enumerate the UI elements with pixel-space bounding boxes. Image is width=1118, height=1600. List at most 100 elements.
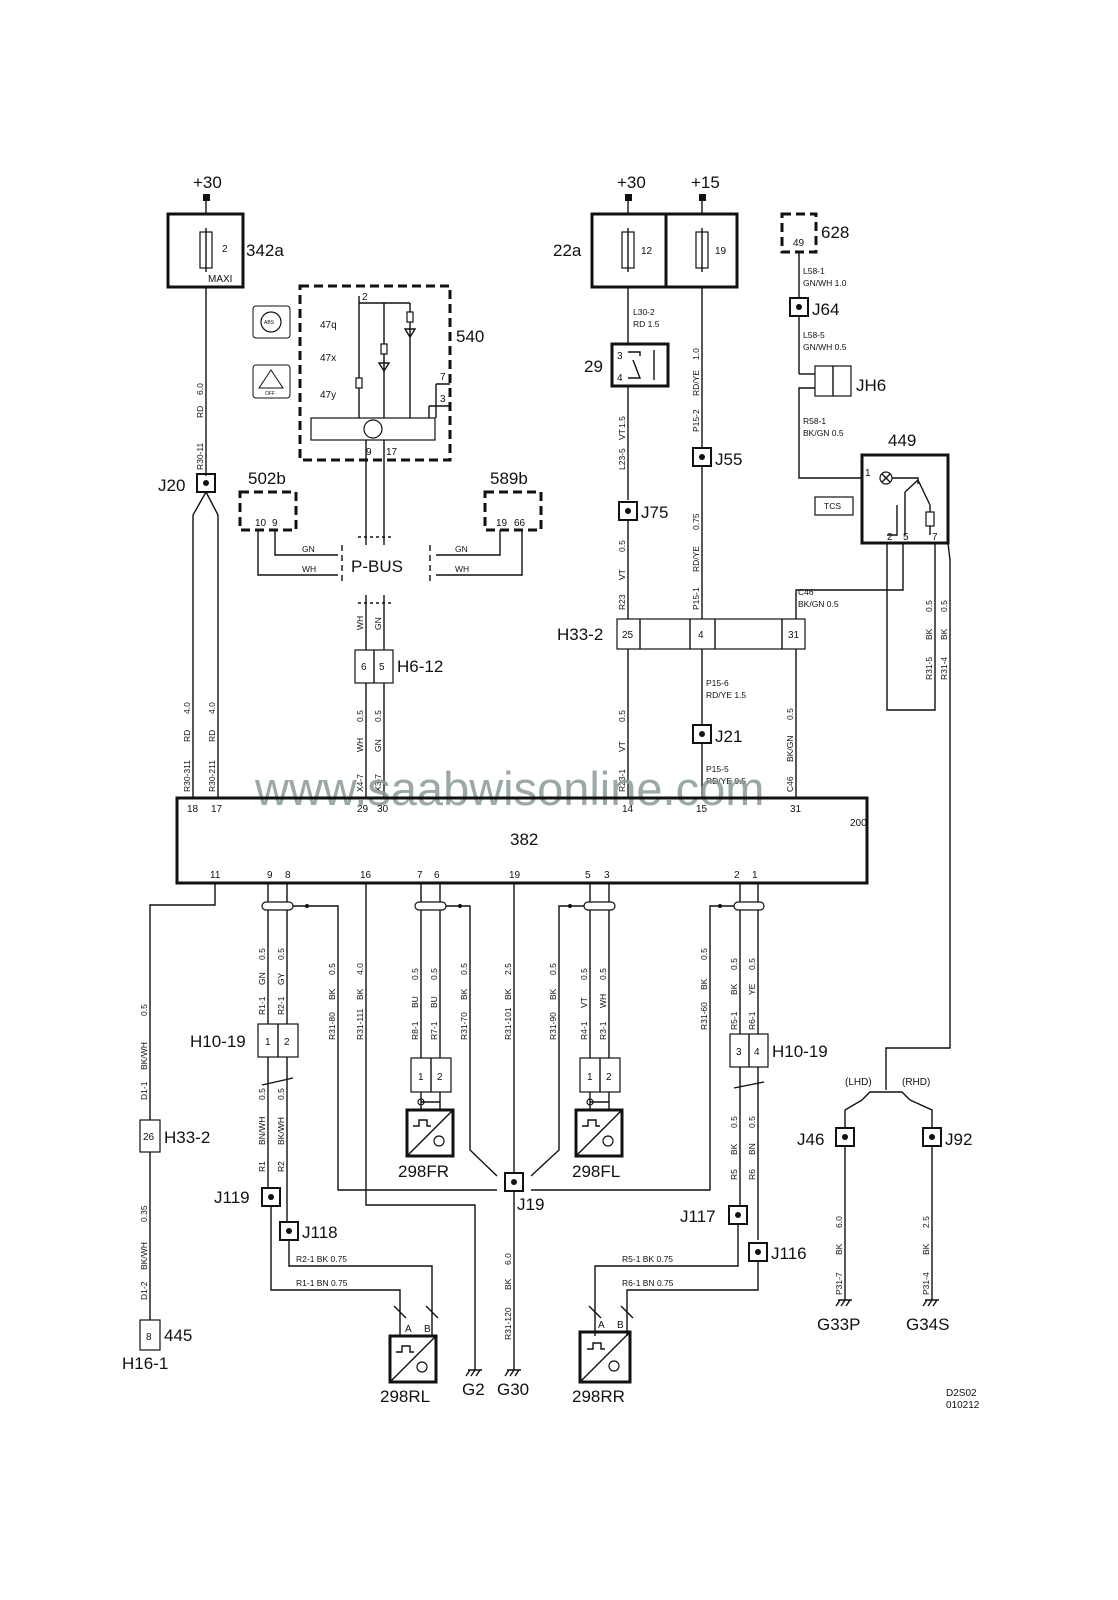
ground-g33p-icon bbox=[835, 1299, 852, 1307]
wire-r31-60: R31-60 bbox=[699, 1002, 709, 1030]
ground-g2-label: G2 bbox=[462, 1380, 485, 1399]
pin-589b-66: 66 bbox=[514, 518, 526, 529]
pin-h6-5: 5 bbox=[379, 662, 385, 673]
wire-p31-7: P31-7 bbox=[834, 1272, 844, 1295]
connector-h6-12-label: H6-12 bbox=[397, 657, 443, 676]
pin-382-29: 29 bbox=[357, 804, 369, 815]
junction-j117-label: J117 bbox=[680, 1207, 716, 1226]
component-628-label: 628 bbox=[821, 223, 849, 242]
pin-628-49: 49 bbox=[793, 238, 805, 249]
component-342a-label: 342a bbox=[246, 241, 284, 260]
wire-p15-5-spec: RD/YE 0.5 bbox=[706, 776, 746, 786]
supply-342a-group: +30 2 MAXI 342a R30-11 RD 6.0 J20 R30-31… bbox=[158, 173, 284, 798]
sensor-rl-group: R1-1 GN 0.5 R2-1 GY 0.5 R31-80 BK 0.5 1 … bbox=[190, 883, 497, 1406]
wire-r4-1-size: 0.5 bbox=[579, 968, 589, 980]
fuse-342a-type: MAXI bbox=[208, 274, 232, 285]
pin-h33-31: 31 bbox=[788, 630, 800, 641]
control-module-382-label: 382 bbox=[510, 830, 538, 849]
wire-r7-1: R7-1 bbox=[429, 1021, 439, 1040]
wire-p31-4-color: BK bbox=[921, 1243, 931, 1255]
wire-r30-211-size: 4.0 bbox=[207, 702, 217, 714]
wire-x4-7-size: 0.5 bbox=[355, 710, 365, 722]
junction-j116-label: J116 bbox=[771, 1244, 807, 1263]
wire-r31-60-color: BK bbox=[699, 978, 709, 990]
pin-298rl-a: A bbox=[405, 1324, 412, 1335]
switch-449 bbox=[860, 453, 950, 545]
abs-warning-icon bbox=[252, 305, 291, 339]
junction-jh6-label: JH6 bbox=[856, 376, 886, 395]
sensor-298fl-label: 298FL bbox=[572, 1162, 620, 1181]
wire-d1-2: D1-2 bbox=[139, 1281, 149, 1300]
ground-g33p-label: G33P bbox=[817, 1315, 860, 1334]
ground-g30-group: R31-101 BK 2.5 J19 R31-120 BK 6.0 G30 bbox=[497, 883, 544, 1399]
wire-r3-1-color: WH bbox=[598, 994, 608, 1008]
wire-r30-211-color: RD bbox=[207, 730, 217, 742]
wire-l58-1-spec: GN/WH 1.0 bbox=[803, 278, 847, 288]
pin-382-15: 15 bbox=[696, 804, 708, 815]
sensor-rr-group: R31-60 BK 0.5 R5-1 BK 0.5 R6-1 YE 0.5 3 … bbox=[531, 883, 828, 1406]
wire-r31-101-size: 2.5 bbox=[503, 963, 513, 975]
off-icon-text: OFF bbox=[265, 391, 275, 397]
pin-540-9: 9 bbox=[366, 447, 372, 458]
connector-h16-1-label: H16-1 bbox=[122, 1354, 168, 1373]
component-22a-label: 22a bbox=[553, 241, 582, 260]
pin-540-2: 2 bbox=[362, 292, 368, 303]
pin-h10-1: 1 bbox=[265, 1037, 271, 1048]
wire-x3-7-color: GN bbox=[373, 739, 383, 752]
junction-j118-label: J118 bbox=[302, 1223, 338, 1242]
diagram-code: D2S02 bbox=[946, 1388, 977, 1399]
wire-c46: C46 bbox=[798, 587, 814, 597]
wire-x4-7-color: WH bbox=[355, 738, 365, 752]
wire-r2-1-size: 0.5 bbox=[276, 948, 286, 960]
wire-l58-5-spec: GN/WH 0.5 bbox=[803, 342, 847, 352]
wire-r58-1: R58-1 bbox=[803, 416, 826, 426]
pin-382-9: 9 bbox=[267, 870, 273, 881]
sensor-fl-group: R31-90 BK 0.5 R4-1 VT 0.5 R3-1 WH 0.5 1 … bbox=[530, 883, 624, 1181]
wire-l30-2-spec: RD 1.5 bbox=[633, 319, 660, 329]
wire-l23-5-color: VT bbox=[617, 429, 627, 440]
wire-r31-111-color: BK bbox=[355, 988, 365, 1000]
wire-r31-80-size: 0.5 bbox=[327, 963, 337, 975]
wire-r23-1-size: 0.5 bbox=[617, 710, 627, 722]
fuse-box-22a-group: +30 +15 22a 12 19 L30-2 RD 1.5 29 3 4 L2… bbox=[553, 173, 742, 619]
wire-r2-1: R2-1 bbox=[276, 996, 286, 1015]
component-29-label: 29 bbox=[584, 357, 603, 376]
diagnostic-line-group: D1-1 BK/WH 0.5 26 H33-2 D1-2 BK/WH 0.35 … bbox=[122, 883, 216, 1373]
pin-382-5: 5 bbox=[585, 870, 591, 881]
pin-298fr-2: 2 bbox=[437, 1072, 443, 1083]
wire-p15-2-color: RD/YE bbox=[691, 370, 701, 396]
pbus-group: 502b 10 9 GN WH P-BUS 589b 19 66 GN WH W… bbox=[238, 469, 543, 798]
wire-r5-size: 0.5 bbox=[729, 1116, 739, 1128]
wire-r31-4: R31-4 bbox=[939, 657, 949, 680]
wire-r30-311-size: 4.0 bbox=[182, 702, 192, 714]
ground-g30-icon bbox=[504, 1369, 521, 1377]
connector-h33-2-top bbox=[616, 618, 806, 650]
wire-r2-size: 0.5 bbox=[276, 1088, 286, 1100]
pin-h6-6: 6 bbox=[361, 662, 367, 673]
wire-r2-color: BK/WH bbox=[276, 1117, 286, 1145]
wire-c46-lower-color: BK/GN bbox=[785, 736, 795, 762]
wire-r31-90-color: BK bbox=[548, 988, 558, 1000]
wire-r30-311-color: RD bbox=[182, 730, 192, 742]
control-module-382-group: 382 200 18 17 29 30 14 15 31 11 9 8 16 7… bbox=[175, 796, 869, 885]
sensor-298rl bbox=[388, 1334, 438, 1384]
option-lhd-label: (LHD) bbox=[845, 1077, 872, 1088]
wire-r31-90: R31-90 bbox=[548, 1012, 558, 1040]
pin-382-7: 7 bbox=[417, 870, 423, 881]
tcs-label: TCS bbox=[824, 501, 841, 511]
wire-r1-1-rl: R1-1 BN 0.75 bbox=[296, 1278, 348, 1288]
wire-r31-120-size: 6.0 bbox=[503, 1253, 513, 1265]
wire-d1-2-size: 0.35 bbox=[139, 1205, 149, 1222]
wire-r31-4-size: 0.5 bbox=[939, 600, 949, 612]
wire-r5-1-color: BK bbox=[729, 983, 739, 995]
component-449-group: 628 49 L58-1 GN/WH 1.0 J64 L58-5 GN/WH 0… bbox=[780, 212, 951, 1068]
wire-p15-5: P15-5 bbox=[706, 764, 729, 774]
junction-j119-label: J119 bbox=[214, 1188, 250, 1207]
wire-r6-1-color: YE bbox=[747, 983, 757, 995]
wire-pbus-gn-left: GN bbox=[302, 544, 315, 554]
wire-r5-1-rr: R5-1 BK 0.75 bbox=[622, 1254, 673, 1264]
junction-j64-label: J64 bbox=[812, 300, 839, 319]
pin-298rr-a: A bbox=[598, 1320, 605, 1331]
pin-382-11: 11 bbox=[210, 870, 221, 881]
wire-p15-2-size: 1.0 bbox=[691, 348, 701, 360]
